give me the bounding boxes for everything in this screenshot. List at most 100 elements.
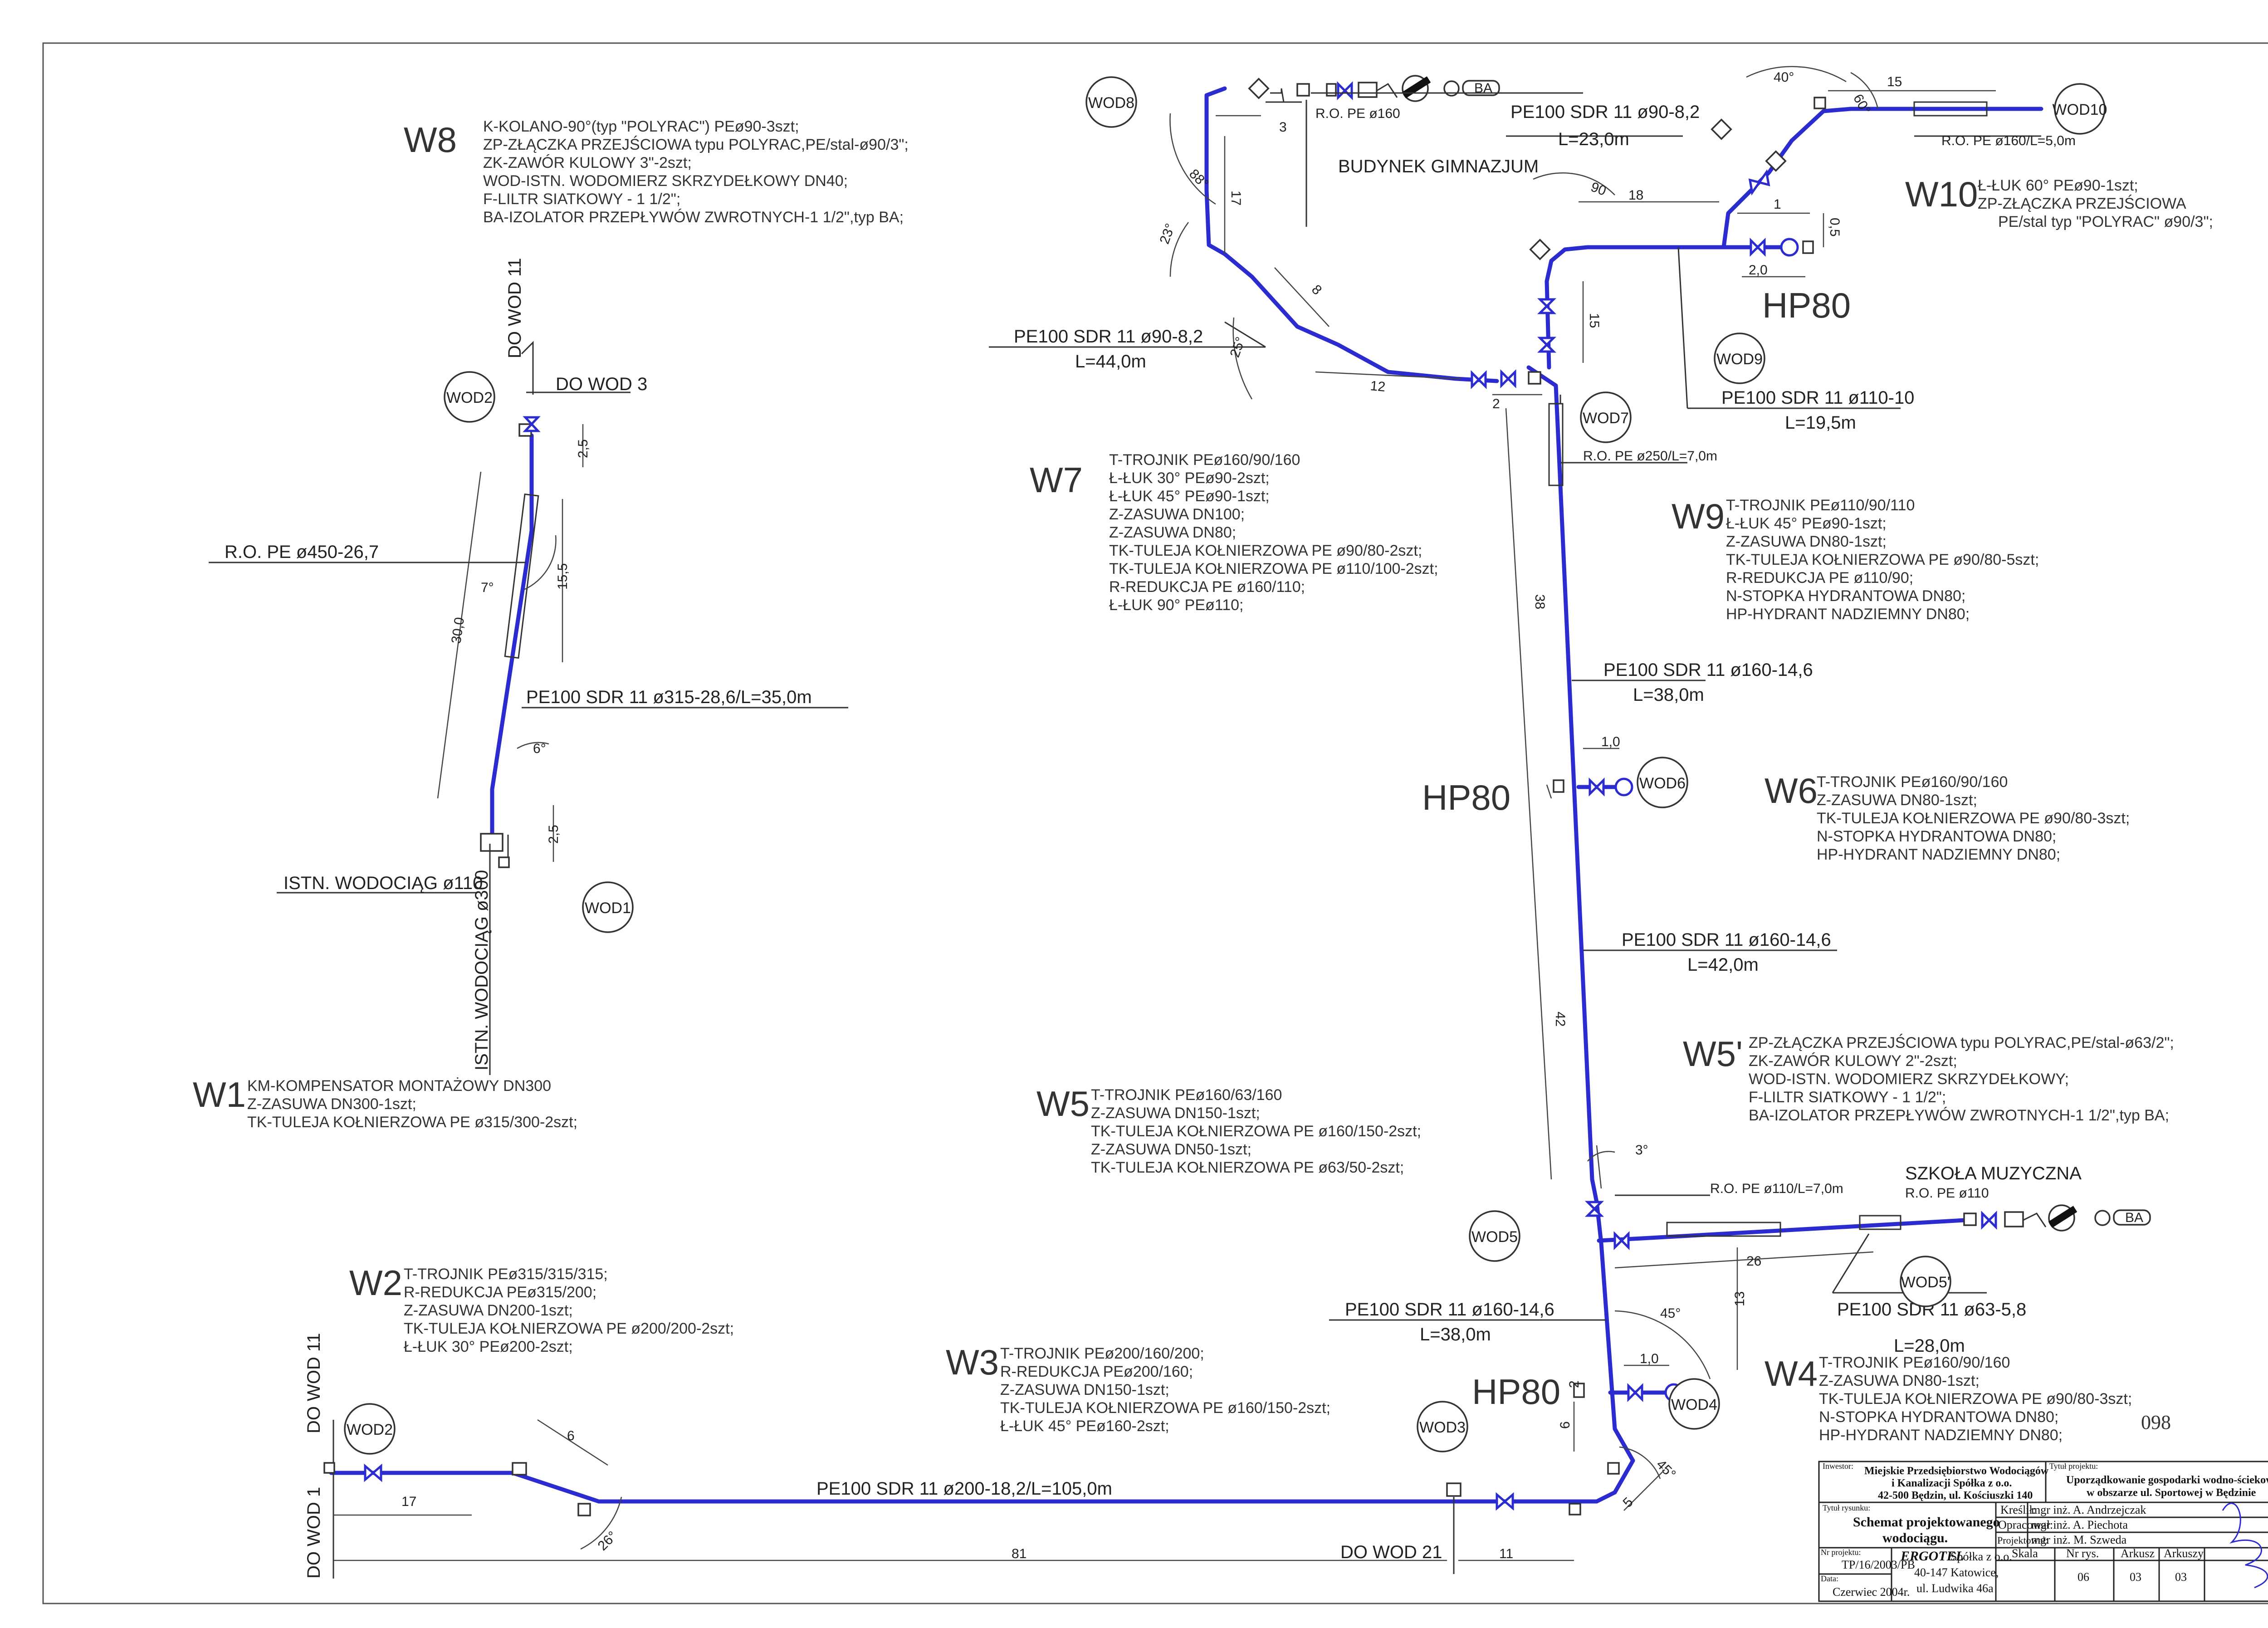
tb-data: Czerwiec 2004r. [1833,1585,1910,1599]
dim-30: 30,0 [449,616,467,645]
svg-text:TK-TULEJA KOŁNIERZOWA PE ø110/: TK-TULEJA KOŁNIERZOWA PE ø110/100-2szt; [1109,560,1438,577]
svg-text:TK-TULEJA KOŁNIERZOWA PE ø160/: TK-TULEJA KOŁNIERZOWA PE ø160/150-2szt; [1000,1399,1330,1417]
section-w1: PE100 SDR 11 ø315-28,6/L=35,0m R.O. PE ø… [193,258,848,1131]
angle-25: 25° [1227,335,1249,359]
svg-text:Z-ZASUWA DN50-1szt;: Z-ZASUWA DN50-1szt; [1091,1141,1251,1158]
node-wod2-top [444,371,495,423]
label-ro-110: R.O. PE ø110 [1905,1186,1989,1201]
label-hp80-w9: HP80 [1762,285,1851,325]
key-w2: W2 [349,1263,402,1303]
svg-text:N-STOPKA HYDRANTOWA DN80;: N-STOPKA HYDRANTOWA DN80; [1817,828,2056,845]
svg-text:F-LILTR SIATKOWY - 1 1/2";: F-LILTR SIATKOWY - 1 1/2"; [483,191,680,208]
label-w9-pipe: PE100 SDR 11 ø110-10 [1721,388,1914,408]
label-w9-len: L=19,5m [1785,413,1856,433]
angle-7: 7° [481,580,494,595]
valve-w3 [1496,1492,1514,1511]
key-w1: W1 [193,1075,246,1115]
dim-81: 81 [1012,1546,1026,1561]
svg-text:Ł-ŁUK 45° PEø90-1szt;: Ł-ŁUK 45° PEø90-1szt; [1726,515,1887,532]
node-wod5p [1900,1256,1951,1307]
node-wod10-label: WOD10 [2053,101,2107,118]
tb-firma: ERGOTEL [1900,1549,1964,1564]
label-ro-160: R.O. PE ø160 [1315,106,1400,121]
svg-text:TK-TULEJA KOŁNIERZOWA PE ø90/8: TK-TULEJA KOŁNIERZOWA PE ø90/80-2szt; [1109,542,1422,559]
label-gim-len: L=23,0m [1558,129,1629,149]
node-wod10 [2054,83,2106,135]
dim-18: 18 [1628,188,1643,203]
dim-2-0: 2,0 [1749,263,1768,278]
node-wod9-label: WOD9 [1716,351,1763,368]
legend-w6: T-TROJNIK PEø160/90/160 Z-ZASUWA DN80-1s… [1817,773,2130,863]
key-w8: W8 [404,120,457,160]
label-do-wod3: DO WOD 3 [556,374,647,394]
svg-text:HP-HYDRANT NADZIEMNY DN80;: HP-HYDRANT NADZIEMNY DN80; [1726,606,1970,623]
svg-text:TK-TULEJA KOŁNIERZOWA PE ø200/: TK-TULEJA KOŁNIERZOWA PE ø200/200-2szt; [404,1320,734,1337]
label-seg-a-pipe: PE100 SDR 11 ø160-14,6 [1603,660,1813,680]
tb-projekt-1: w obszarze ul. Sportowej w Będzinie [2087,1487,2256,1499]
dim-13: 13 [1732,1291,1747,1306]
tb-col-skala: Skala [2012,1547,2038,1560]
svg-text:TK-TULEJA KOŁNIERZOWA PE ø90/8: TK-TULEJA KOŁNIERZOWA PE ø90/80-3szt; [1817,810,2130,827]
node-wod3-label: WOD3 [1419,1419,1466,1436]
dim-17: 17 [401,1494,416,1509]
dim-2b: 2 [1492,396,1500,411]
dim-2-5b: 2,5 [546,825,561,844]
legend-w5p: ZP-ZŁĄCZKA PRZEJŚCIOWA typu POLYRAC,PE/s… [1749,1034,2174,1124]
angle-45a: 45° [1660,1306,1681,1321]
svg-text:R-REDUKCJA PE ø110/90;: R-REDUKCJA PE ø110/90; [1726,569,1913,587]
dim-17b: 17 [1228,191,1243,205]
legend-w4: T-TROJNIK PEø160/90/160 Z-ZASUWA DN80-1s… [1819,1354,2132,1444]
node-wod5p-label: WOD5' [1901,1274,1950,1291]
node-wod6-label: WOD6 [1639,775,1686,792]
dim-12: 12 [1369,378,1386,395]
casing-ro-250 [1548,403,1564,486]
dim-1: 1 [1774,197,1781,212]
tb-inwestor-2: 42-500 Będzin, ul. Kościuszki 140 [1878,1490,2033,1501]
dim-3: 3 [1279,120,1287,135]
node-wod1 [582,881,634,933]
svg-text:Z-ZASUWA DN150-1szt;: Z-ZASUWA DN150-1szt; [1000,1381,1169,1398]
label-ro-450: R.O. PE ø450-26,7 [225,542,379,562]
dim-2-5a: 2,5 [576,439,591,458]
dim-0-5: 0,5 [1827,218,1842,237]
tb-opracowal: mgr inż. A. Piechota [2031,1518,2128,1531]
pipe-w1 [490,433,534,837]
casing-pipe [504,493,539,659]
node-wod6 [1637,757,1688,808]
tb-opracowal-label: Opracował: [1998,1518,2053,1531]
tb-col-nr: Nr rys. [2066,1547,2099,1560]
tb-inwestor-label: Inwestor: [1823,1462,1853,1471]
angle-3: 3° [1635,1143,1648,1158]
label-ro-250: R.O. PE ø250/L=7,0m [1583,449,1717,464]
node-wod4-label: WOD4 [1671,1396,1717,1413]
svg-text:Ł-ŁUK 90° PEø110;: Ł-ŁUK 90° PEø110; [1109,596,1243,614]
legend-w2: T-TROJNIK PEø315/315/315; R-REDUKCJA PEø… [404,1266,734,1355]
valve-w5-branch [1613,1231,1630,1251]
angle-60: 60° [1850,92,1873,117]
label-hp80-w4: HP80 [1472,1372,1560,1412]
key-w10: W10 [1905,174,1978,214]
tb-val-ark: 03 [2130,1570,2141,1584]
dim-15b: 15 [1887,74,1902,89]
tb-nrp-label: Nr projektu: [1821,1548,1861,1557]
title-block: Inwestor: Miejskie Przedsiębiorstwo Wodo… [1818,1461,2268,1602]
label-istn-300: ISTN. WODOCIĄG ø300 [472,870,492,1071]
node-wod1-label: WOD1 [585,900,631,917]
label-do-wod21: DO WOD 21 [1340,1542,1442,1562]
tb-inwestor-0: Miejskie Przedsiębiorstwo Wodociągów [1864,1465,2049,1477]
label-ro-110-7: R.O. PE ø110/L=7,0m [1710,1181,1843,1196]
node-wod4 [1668,1378,1720,1430]
node-wod2-bottom-label: WOD2 [347,1421,393,1438]
dim-26: 26 [1746,1254,1761,1269]
legend-w10: Ł-ŁUK 60° PEø90-1szt; ZP-ZŁĄCZKA PRZEJŚC… [1978,177,2213,230]
valve-w4 [1627,1383,1643,1403]
svg-text:T-TROJNIK PEø315/315/315;: T-TROJNIK PEø315/315/315; [404,1266,608,1283]
svg-text:ZK-ZAWÓR KULOWY 3"-2szt;: ZK-ZAWÓR KULOWY 3"-2szt; [483,154,692,171]
pipe-w9 [1545,107,2043,370]
tb-col-ark: Arkusz [2121,1547,2155,1560]
svg-text:BA-IZOLATOR PRZEPŁYWÓW ZWROTNY: BA-IZOLATOR PRZEPŁYWÓW ZWROTNYCH-1 1/2",… [483,209,904,226]
svg-text:N-STOPKA HYDRANTOWA DN80;: N-STOPKA HYDRANTOWA DN80; [1726,587,1965,605]
svg-text:Z-ZASUWA DN80;: Z-ZASUWA DN80; [1109,524,1236,541]
tb-firma-addr-1: ul. Ludwika 46a [1916,1582,1994,1595]
label-gim-pipe: PE100 SDR 11 ø90-8,2 [1510,102,1700,122]
